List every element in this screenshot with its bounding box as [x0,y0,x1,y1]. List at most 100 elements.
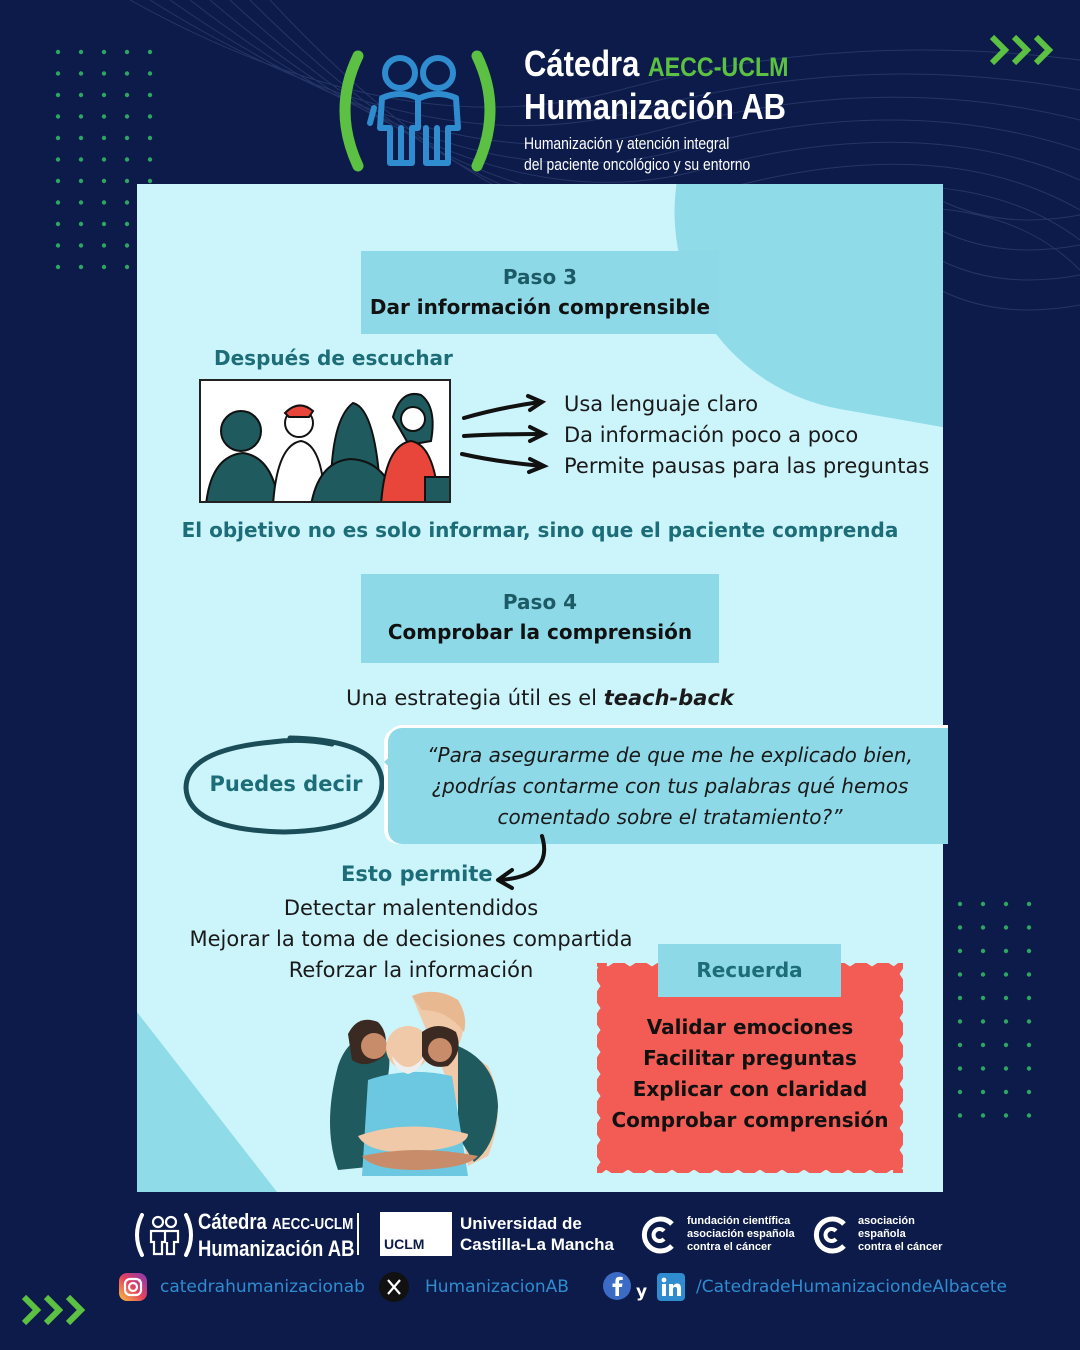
fundacion-line: fundación científica [687,1215,791,1227]
facebook-linkedin-handle[interactable]: /CatedradeHumanizaciondeAlbacete [696,1277,1007,1297]
decorative-dot [1026,972,1032,977]
decorative-dot [55,71,61,76]
family-hug-illustration [330,991,498,1176]
decorative-dot [147,71,153,76]
decorative-dot [957,925,963,930]
x-handle[interactable]: HumanizacionAB [425,1277,569,1297]
curved-arrow-icon [496,834,547,890]
brand-subtitle-line1: Humanización y atención integral [524,134,730,153]
recuerda-item: Comprobar comprensión [611,1108,889,1132]
footer-divider [357,1213,359,1255]
decorative-dot [1003,972,1009,977]
footer-logo-line1: Cátedra [198,1209,267,1234]
decorative-dot [78,71,84,76]
decorative-dot [957,995,963,1001]
decorative-dot [957,1089,963,1095]
decorative-dot [980,925,986,930]
aecc-logo-icon [813,1216,846,1254]
decorative-dot [101,114,107,119]
decorative-dot [55,178,61,184]
strategy-prefix: Una estrategia útil es el [346,686,597,710]
brand-subtitle-line2: del paciente oncológico y su entorno [524,155,751,174]
footer-catedra-text: Cátedra AECC-UCLM Humanización AB [198,1210,354,1261]
uclm-name-line2: Castilla-La Mancha [460,1235,614,1254]
decorative-dot [1003,948,1009,954]
decorative-dot [147,178,153,184]
decorative-dot [957,1113,963,1118]
decorative-dot [55,243,61,248]
decorative-dot [147,157,153,162]
uclm-name-line1: Universidad de [460,1214,582,1233]
quote-line: ¿podrías contarme con tus palabras qué h… [431,774,909,798]
decorative-dot [78,92,84,98]
decorative-dot [55,221,61,227]
paso3-title: Dar información comprensible [369,295,711,319]
paso3-objective: El objetivo no es solo informar, sino qu… [181,518,899,542]
linkedin-icon[interactable] [656,1272,686,1302]
decorative-dot [1026,948,1032,954]
decorative-dot [1003,1113,1009,1118]
decorative-dot [1003,1066,1009,1071]
instagram-icon[interactable] [118,1272,148,1302]
decorative-dot [124,92,130,98]
catedra-logo-icon [339,50,496,172]
decorative-dot [980,972,986,977]
decorative-dot [101,178,107,184]
decorative-dot [147,49,153,55]
decorative-dot [1026,901,1032,907]
facebook-icon[interactable] [602,1271,632,1301]
footer-catedra-logo-icon [135,1213,193,1257]
dot-grid-right [957,901,1032,1118]
decorative-dot [55,49,61,55]
card-corner-decoration-bottom [137,1012,277,1192]
uclm-logo-text: UCLM [384,1236,425,1252]
decorative-dot [957,972,963,977]
fundacion-aecc-logo-icon [641,1216,674,1254]
fundacion-text: fundación científica asociación española… [687,1215,795,1254]
decorative-dot [101,135,107,141]
decorative-dot [101,243,107,248]
recuerda-item: Validar emociones [646,1015,854,1039]
permite-items: Detectar malentendidos Mejorar la toma d… [137,893,685,986]
decorative-dot [124,243,130,248]
puedes-decir-label: Puedes decir [209,772,363,796]
decorative-dot [78,243,84,248]
decorative-dot [1026,1019,1032,1024]
decorative-dot [124,264,130,270]
recuerda-stamp [597,963,903,1173]
decorative-dot [1026,1113,1032,1118]
decorative-dot [78,200,84,205]
decorative-dot [957,1019,963,1024]
decorative-dot [101,264,107,270]
paso4-number: Paso 4 [502,590,578,614]
fundacion-line: asociación española [687,1228,795,1240]
teach-back-quote: “Para asegurarme de que me he explicado … [400,740,940,833]
x-icon[interactable] [378,1271,410,1303]
paso4-box: Paso 4 Comprobar la comprensión [361,574,719,663]
quote-line: comentado sobre el tratamiento?” [497,805,843,829]
paso3-box: Paso 3 Dar información comprensible [361,251,719,334]
decorative-dot [147,92,153,98]
decorative-dot [957,948,963,954]
paso3-item: Permite pausas para las preguntas [564,454,930,478]
decorative-dot [957,901,963,907]
puedes-decir-ellipse [183,735,385,835]
aecc-line: española [858,1228,906,1240]
decorative-dot [55,157,61,162]
quote-line: “Para asegurarme de que me he explicado … [427,743,913,767]
brand-title-block: Cátedra AECC-UCLM Humanización AB Humani… [524,44,832,175]
decorative-dot [124,157,130,162]
decorative-dot [1003,1042,1009,1048]
brand-accent: AECC-UCLM [647,52,789,82]
recuerda-label: Recuerda [658,944,841,997]
decorative-dot [101,157,107,162]
decorative-dot [78,264,84,270]
decorative-dot [124,200,130,205]
uclm-logo-box: UCLM [380,1212,452,1256]
decorative-dot [980,948,986,954]
decorative-dot [55,114,61,119]
decorative-dot [1003,995,1009,1001]
decorative-dot [101,221,107,227]
decorative-dot [980,1089,986,1095]
instagram-handle[interactable]: catedrahumanizacionab [160,1277,365,1297]
